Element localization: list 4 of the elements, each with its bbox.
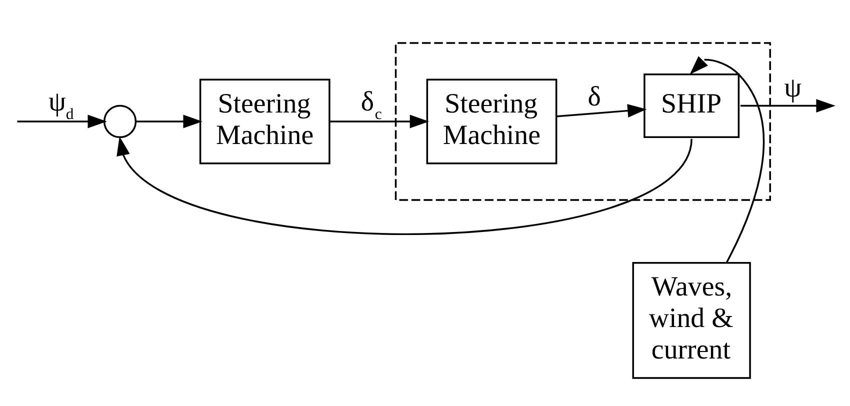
edge-label: ψ$_{d}$ bbox=[48, 86, 74, 123]
edge-label: ψ bbox=[784, 72, 802, 104]
edge-label: δ$_{c}$ bbox=[360, 86, 382, 123]
edge-label: δ bbox=[588, 80, 601, 112]
